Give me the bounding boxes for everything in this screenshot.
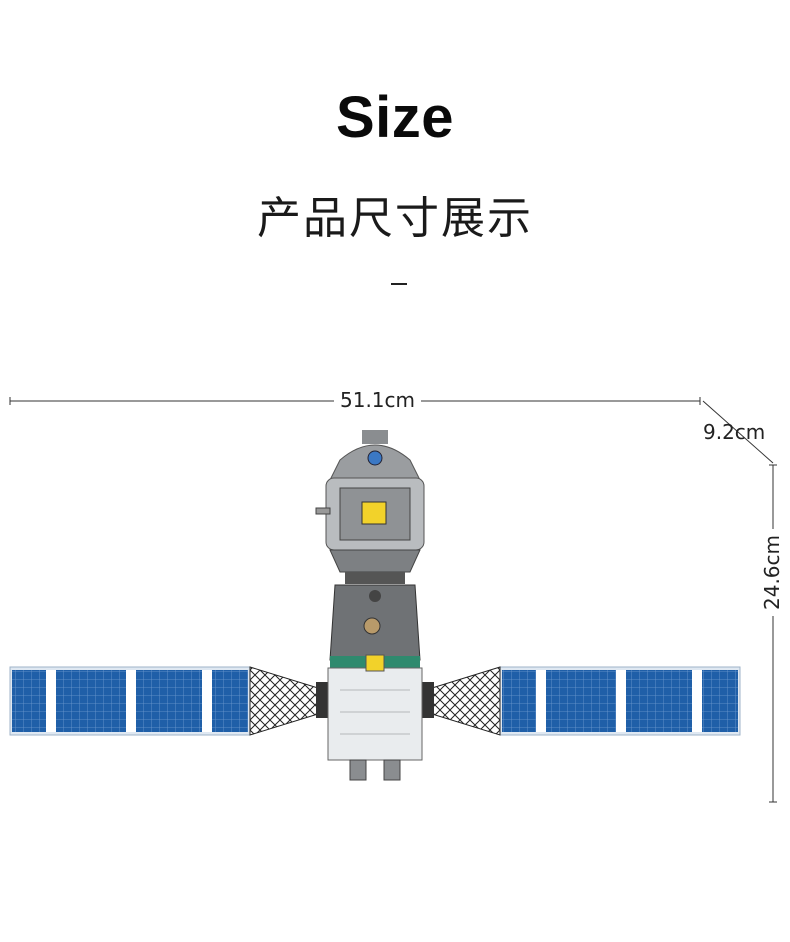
depth-dimension-label: 9.2cm	[703, 420, 766, 444]
service-module	[327, 654, 423, 781]
depth-dimension-line	[702, 400, 774, 464]
right-truss	[420, 666, 501, 736]
left-solar-panel	[9, 666, 251, 736]
right-solar-panel	[499, 666, 741, 736]
orbital-module	[315, 430, 425, 573]
height-dimension-line	[769, 464, 777, 803]
width-dimension-label: 51.1cm	[334, 388, 422, 412]
title-divider	[391, 283, 407, 285]
left-truss	[249, 666, 330, 736]
page-title: Size	[335, 85, 455, 150]
descent-module	[329, 572, 421, 668]
height-dimension-label: 24.6cm	[760, 528, 784, 616]
page-subtitle: 产品尺寸展示	[257, 193, 533, 244]
